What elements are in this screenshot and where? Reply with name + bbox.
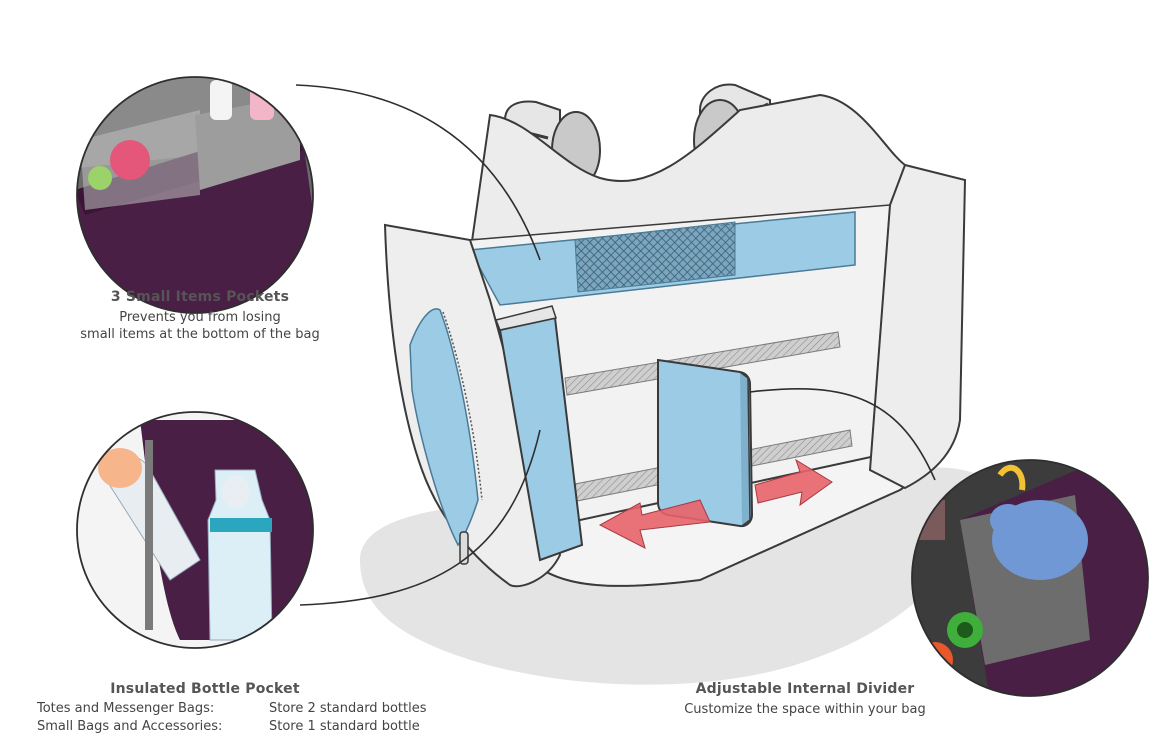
- small-pockets-line2: small items at the bottom of the bag: [80, 327, 320, 343]
- leader-lines: [295, 84, 936, 606]
- bottle-pocket-title: Insulated Bottle Pocket: [110, 681, 300, 697]
- divider-title: Adjustable Internal Divider: [695, 681, 915, 697]
- bottle-pocket-details: Totes and Messenger Bags: Store 2 standar…: [37, 700, 426, 735]
- bottle-row-label: Totes and Messenger Bags:: [37, 701, 215, 716]
- divider-move-arrows: [598, 458, 833, 549]
- divider-photo: [911, 459, 1149, 697]
- bottle-row: Totes and Messenger Bags: Store 2 standar…: [37, 700, 426, 718]
- bottle-row-value: Store 2 standard bottles: [269, 701, 427, 716]
- bottle-pocket-caption: Insulated Bottle Pocket: [40, 680, 370, 698]
- bag-right-wall: [868, 163, 967, 490]
- bottle-row-label: Small Bags and Accessories:: [37, 718, 223, 734]
- small-pockets-title: 3 Small Items Pockets: [110, 289, 290, 305]
- inner-pocket-strip: [468, 211, 856, 306]
- adjustable-divider: [657, 358, 754, 528]
- divider-line1: Customize the space within your bag: [684, 702, 926, 718]
- small-pockets-caption: 3 Small Items Pockets Prevents you from …: [60, 288, 340, 344]
- divider-caption: Adjustable Internal Divider Customize th…: [655, 680, 955, 719]
- arrow-right-icon: [754, 458, 833, 507]
- bottle-row: Small Bags and Accessories: Store 1 stand…: [37, 718, 426, 736]
- arrow-left-icon: [598, 499, 711, 549]
- bottle-row-value: Store 1 standard bottle: [269, 718, 420, 734]
- side-pocket-panel: [494, 305, 584, 562]
- bottle-pocket-photo: [76, 411, 314, 649]
- bottle-pocket: [409, 308, 479, 547]
- zipper-pull-icon: [459, 531, 469, 565]
- small-pockets-line1: Prevents you from losing: [119, 310, 281, 326]
